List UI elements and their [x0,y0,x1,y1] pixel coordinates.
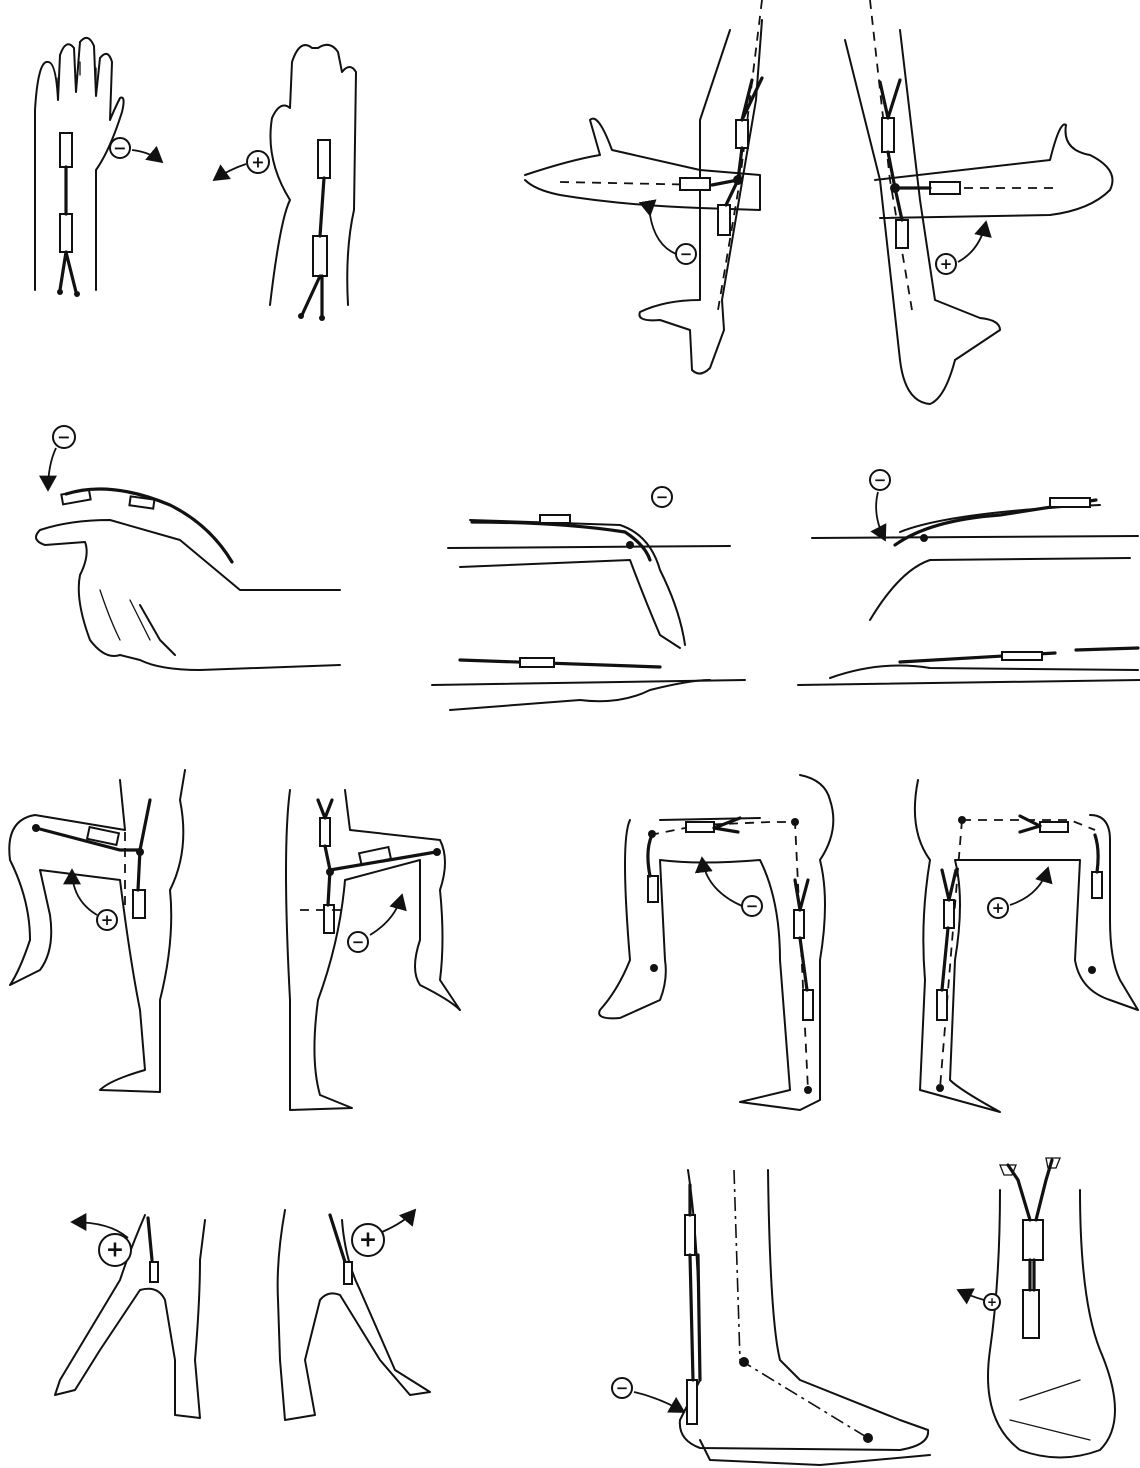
sign-label: + [992,899,1005,917]
panel-hip-flexion: + − [9,770,460,1110]
panel-ankle: − + [612,1158,1115,1465]
sign-label: − [656,488,669,506]
sign-label: − [352,933,365,951]
sign-label: + [987,1295,997,1309]
sign-label: − [113,139,126,158]
sign-label: − [874,471,887,489]
panel-wrist-flexion: − [36,426,340,670]
panel-hip-abduction: + + [55,1210,430,1420]
sign-label: + [251,153,264,172]
sign-label: + [101,911,114,929]
sign-label: − [680,245,693,263]
panel-knee-flexion: − + [599,775,1138,1112]
panel-wrist-rotation: − + [35,38,356,321]
sign-label: − [57,428,70,447]
sign-label: − [746,897,759,915]
sign-label: + [940,255,953,273]
panel-finger-flexion: − − [432,470,1140,710]
panel-forearm-rotation: − + [525,0,1113,404]
sign-label: + [359,1228,377,1253]
sign-label: − [616,1379,629,1397]
sign-label: + [106,1238,124,1263]
